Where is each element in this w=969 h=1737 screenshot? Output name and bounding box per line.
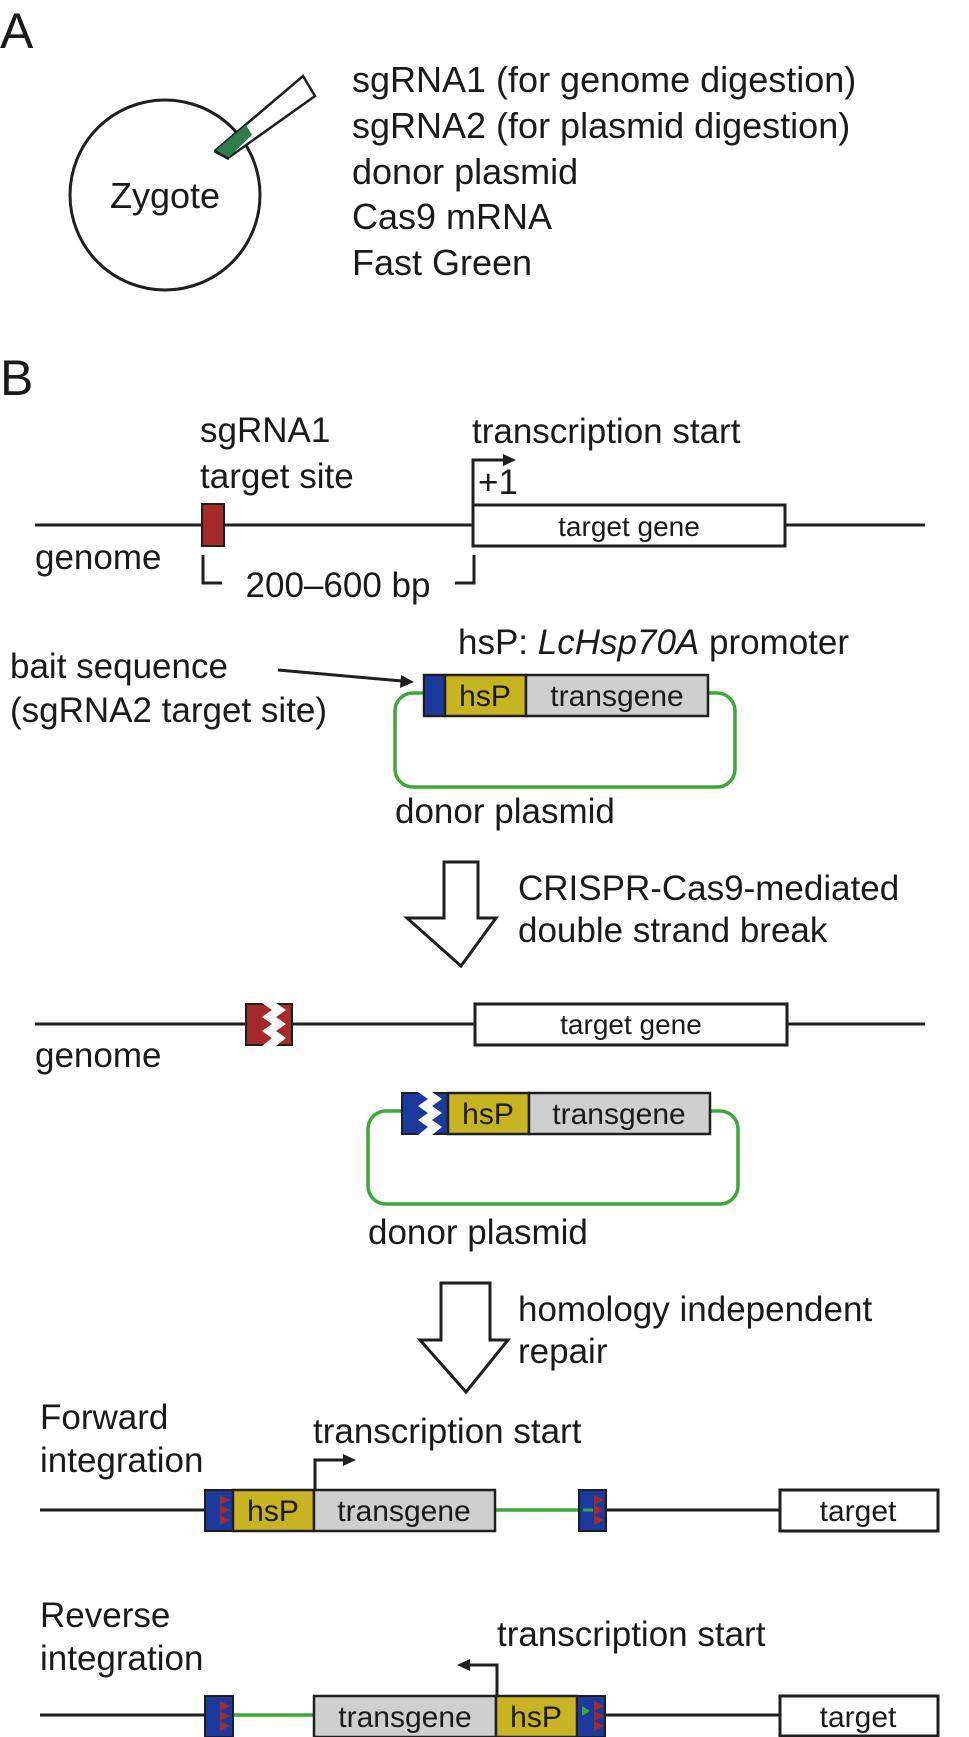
genome-track-2: target gene (35, 1002, 925, 1047)
target-label: target (820, 1701, 897, 1734)
bait-pointer-arrow-icon (277, 668, 414, 688)
transcription-start-label: transcription start (497, 1615, 766, 1654)
injection-item: Fast Green (352, 242, 532, 283)
reverse-integration-label: integration (40, 1639, 203, 1678)
transcription-start-arrow-icon (313, 1454, 356, 1490)
hsp-label: hsP (459, 680, 511, 713)
transcription-start-arrow-icon (471, 454, 516, 505)
target-box (778, 1488, 940, 1533)
target-label: target (820, 1495, 897, 1528)
transgene-label: transgene (337, 1495, 470, 1528)
panel-a-letter: A (0, 3, 34, 59)
hsp-caption: hsP: LcHsp70A promoter (458, 623, 849, 662)
transgene-block (312, 1488, 497, 1533)
genome-label: genome (35, 538, 161, 577)
hsp-block (494, 1694, 579, 1737)
forward-integration-label: Forward (40, 1398, 168, 1437)
donor-plasmid-1: hsP transgene (393, 673, 737, 789)
reverse-transcription-arrow-icon (457, 1659, 499, 1697)
distance-label: 200–600 bp (246, 566, 431, 605)
donor-plasmid-label: donor plasmid (368, 1213, 588, 1252)
donor-plasmid-label: donor plasmid (395, 792, 615, 831)
transgene-block (312, 1694, 498, 1737)
injection-list: sgRNA1 (for genome digestion) sgRNA2 (fo… (352, 59, 856, 283)
step1-label: double strand break (518, 911, 828, 950)
step-arrow-icon (416, 1281, 512, 1395)
zygote-label: Zygote (110, 175, 220, 216)
target-gene-box (473, 1002, 789, 1047)
genome-label: genome (35, 1036, 161, 1075)
junction-block (204, 1489, 234, 1532)
transgene-label: transgene (552, 1098, 685, 1131)
hsp-block (443, 673, 528, 718)
transgene-label: transgene (338, 1701, 471, 1734)
hsp-block (446, 1091, 531, 1136)
target-gene-label: target gene (558, 511, 700, 542)
sgrna1-label: sgRNA1 (200, 411, 330, 450)
injection-item: Cas9 mRNA (352, 196, 552, 237)
genome-track-1: target gene (35, 503, 925, 548)
transcription-start-label: transcription start (313, 1412, 582, 1451)
transgene-block (527, 1091, 712, 1136)
transgene-block (524, 673, 710, 718)
target-gene-label: target gene (560, 1009, 702, 1040)
transgene-label: transgene (550, 680, 683, 713)
target-box (778, 1694, 940, 1737)
hsp-label: hsP (510, 1701, 562, 1734)
donor-plasmid-2: hsP transgene (366, 1091, 740, 1206)
sgrna1-label: target site (200, 457, 354, 496)
plus-one-label: +1 (478, 463, 518, 502)
bait-sequence-label: (sgRNA2 target site) (10, 691, 327, 730)
step2-label: homology independent (518, 1290, 872, 1329)
bait-sequence-block (422, 673, 447, 718)
distance-bracket (201, 555, 476, 585)
step1-label: CRISPR-Cas9-mediated (518, 869, 899, 908)
forward-integration-label: integration (40, 1441, 203, 1480)
injection-needle-icon (213, 74, 317, 161)
forward-integration-track: hsP transgene target (40, 1488, 940, 1533)
panel-b-letter: B (0, 350, 33, 406)
sgrna1-target-site (201, 503, 225, 547)
step2-label: repair (518, 1332, 608, 1371)
zygote-cell (68, 98, 262, 292)
injection-item: donor plasmid (352, 151, 578, 192)
injection-item: sgRNA2 (for plasmid digestion) (352, 105, 850, 146)
injection-item: sgRNA1 (for genome digestion) (352, 59, 856, 100)
target-gene-box (471, 503, 787, 548)
reverse-integration-label: Reverse (40, 1596, 170, 1635)
bait-sequence-label: bait sequence (10, 647, 228, 686)
hsp-label: hsP (462, 1098, 514, 1131)
step-arrow-icon (403, 860, 499, 969)
reverse-integration-track: transgene hsP target (40, 1694, 940, 1737)
hsp-label: hsP (247, 1495, 299, 1528)
transcription-start-label: transcription start (472, 412, 741, 451)
zygote: Zygote (68, 98, 262, 292)
